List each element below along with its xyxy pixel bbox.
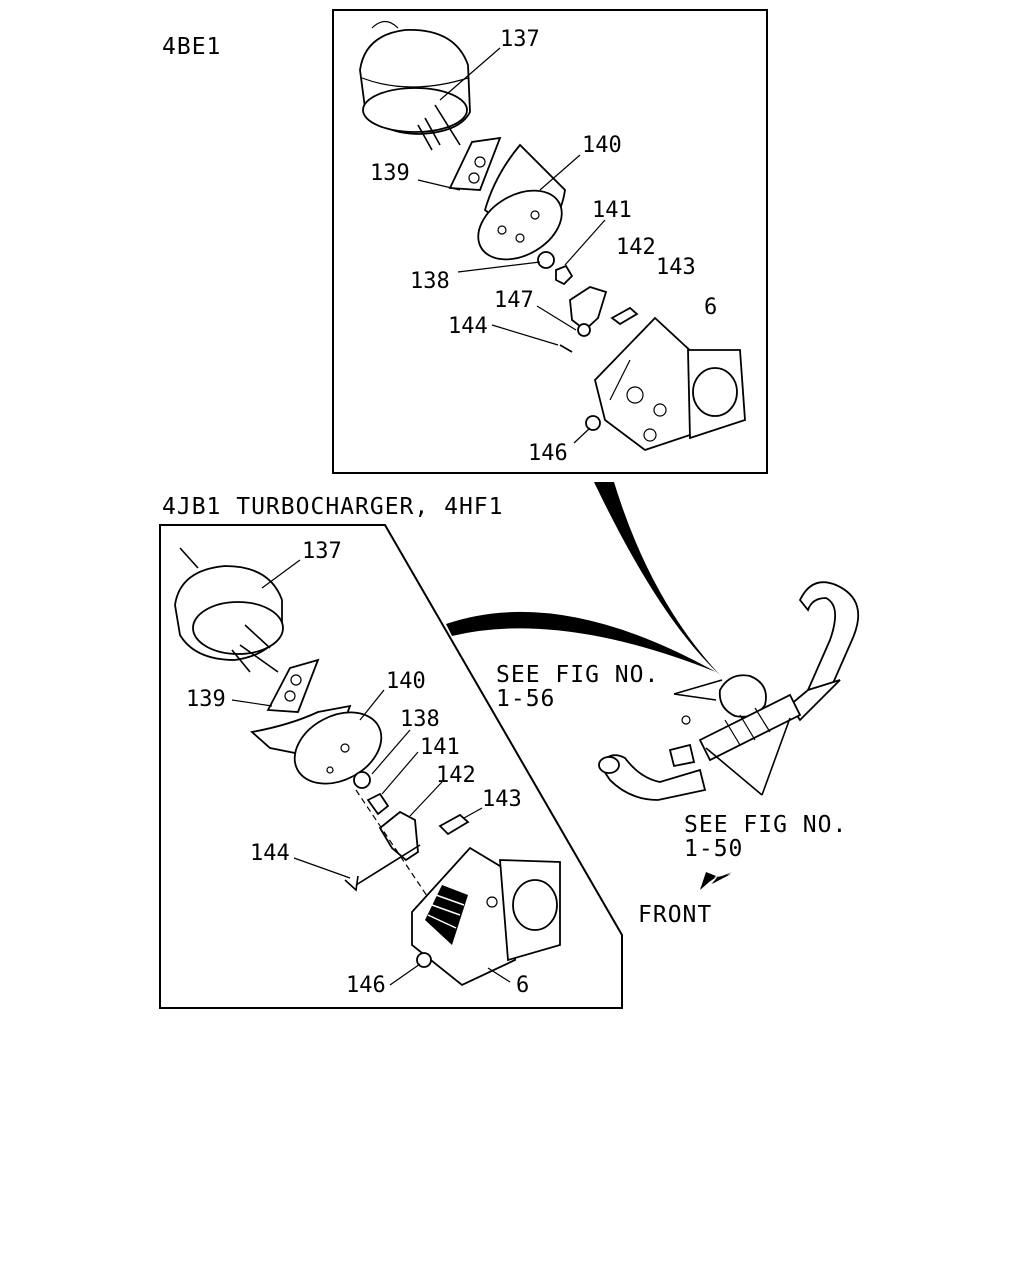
actuator-137-bottom — [174, 547, 284, 673]
bracket-140-top — [477, 143, 566, 261]
callout-band-top — [594, 482, 720, 675]
label-137-bottom: 137 — [302, 539, 342, 564]
label-141-bottom: 141 — [420, 735, 460, 760]
cooling-fins — [425, 885, 468, 945]
label-140-bottom: 140 — [386, 669, 426, 694]
lever-142-bottom — [378, 810, 419, 862]
label-137-top: 137 — [500, 27, 540, 52]
front-label: FRONT — [638, 902, 712, 928]
label-140-top: 140 — [582, 133, 622, 158]
nut-141-top — [555, 264, 574, 286]
washer-147-top — [577, 323, 591, 337]
pin-144-top — [559, 344, 573, 353]
label-139-top: 139 — [370, 161, 410, 186]
see-fig-1-56-line1: SEE FIG NO. — [496, 662, 659, 688]
callout-band-bottom — [446, 611, 716, 672]
label-6-bottom: 6 — [516, 973, 529, 998]
nut-141-bottom — [366, 792, 390, 816]
pin-144-bottom — [344, 875, 359, 892]
label-146-top: 146 — [528, 441, 568, 466]
see-fig-1-56-line2: 1-56 — [496, 686, 555, 712]
label-139-bottom: 139 — [186, 687, 226, 712]
label-141-top: 141 — [592, 198, 632, 223]
see-fig-1-50-line1: SEE FIG NO. — [684, 812, 847, 838]
nut-146-top — [585, 415, 601, 431]
label-142-bottom: 142 — [436, 763, 476, 788]
label-147-top: 147 — [494, 288, 534, 313]
label-142-top: 142 — [616, 235, 656, 260]
label-138-top: 138 — [410, 269, 450, 294]
bottom-section-frame — [159, 524, 623, 1009]
exhaust-pipe-assembly — [598, 581, 860, 801]
gasket-139-bottom — [266, 658, 320, 713]
top-section-frame — [332, 9, 768, 474]
exhaust-brake-6-top — [594, 316, 746, 452]
bolt-143-bottom — [438, 813, 470, 836]
exhaust-brake-6-bottom — [411, 846, 561, 987]
nut-146-bottom — [416, 952, 432, 968]
lever-142-top — [569, 286, 608, 332]
nut-138-bottom — [353, 771, 371, 789]
label-6-top: 6 — [704, 295, 717, 320]
section-title-4jb1: 4JB1 TURBOCHARGER, 4HF1 — [162, 494, 504, 520]
section-title-4be1: 4BE1 — [162, 34, 221, 60]
bracket-140-bottom — [250, 704, 383, 785]
nut-138-top — [537, 251, 555, 269]
see-fig-1-50-line2: 1-50 — [684, 836, 743, 862]
label-144-bottom: 144 — [250, 841, 290, 866]
label-146-bottom: 146 — [346, 973, 386, 998]
label-143-top: 143 — [656, 255, 696, 280]
bolt-143-top — [610, 306, 639, 326]
label-138-bottom: 138 — [400, 707, 440, 732]
label-144-top: 144 — [448, 314, 488, 339]
actuator-137-top — [359, 20, 471, 151]
label-143-bottom: 143 — [482, 787, 522, 812]
